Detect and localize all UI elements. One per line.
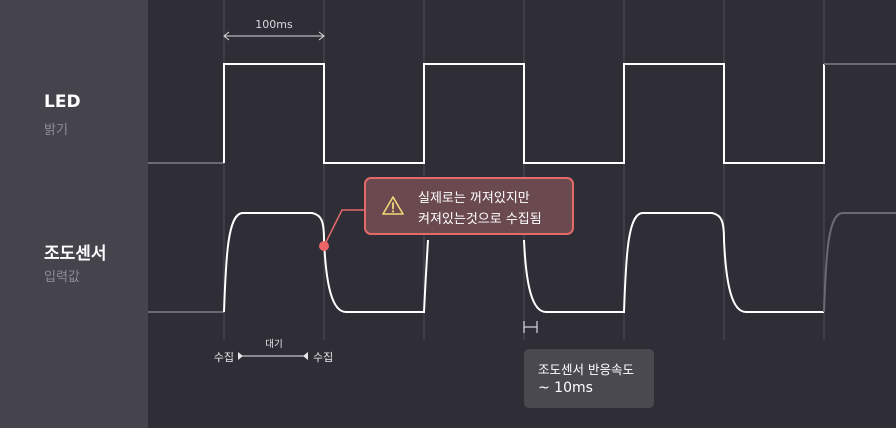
warning-callout: 실제로는 꺼져있지만 켜져있는것으로 수집됨 <box>364 177 574 235</box>
collect-label-left: 수집 <box>214 351 234 364</box>
wait-arrow-left <box>238 352 243 360</box>
info-box: 조도센서 반응속도 ~ 10ms <box>524 349 654 408</box>
led-signal <box>223 63 825 164</box>
sidebar: LED 밝기 조도센서 입력값 <box>0 0 148 428</box>
sensor-label: 조도센서 <box>44 244 107 264</box>
info-box-value: ~ 10ms <box>538 380 593 396</box>
period-arrowheads <box>223 31 325 41</box>
led-label: LED <box>44 92 81 112</box>
info-box-title: 조도센서 반응속도 <box>538 362 634 377</box>
grid-lines <box>223 0 825 340</box>
sensor-signal <box>223 212 824 313</box>
collect-label-right: 수집 <box>313 351 333 364</box>
sample-marker <box>319 241 329 251</box>
wait-label: 대기 <box>265 339 282 350</box>
sensor-signal-dim <box>823 212 896 313</box>
led-sublabel: 밝기 <box>44 123 68 138</box>
wait-arrow-right <box>303 352 308 360</box>
callout-leader <box>323 209 366 247</box>
period-annotation: 100ms <box>223 18 325 41</box>
period-label: 100ms <box>255 18 293 31</box>
sensor-sublabel: 입력값 <box>44 270 80 285</box>
callout-line-1: 실제로는 꺼져있지만 <box>418 191 530 206</box>
collect-annotation: 수집 수집 대기 <box>214 339 334 364</box>
reaction-interval-marker <box>523 321 538 333</box>
callout-line-2: 켜져있는것으로 수집됨 <box>418 212 542 227</box>
warning-icon <box>382 196 404 215</box>
